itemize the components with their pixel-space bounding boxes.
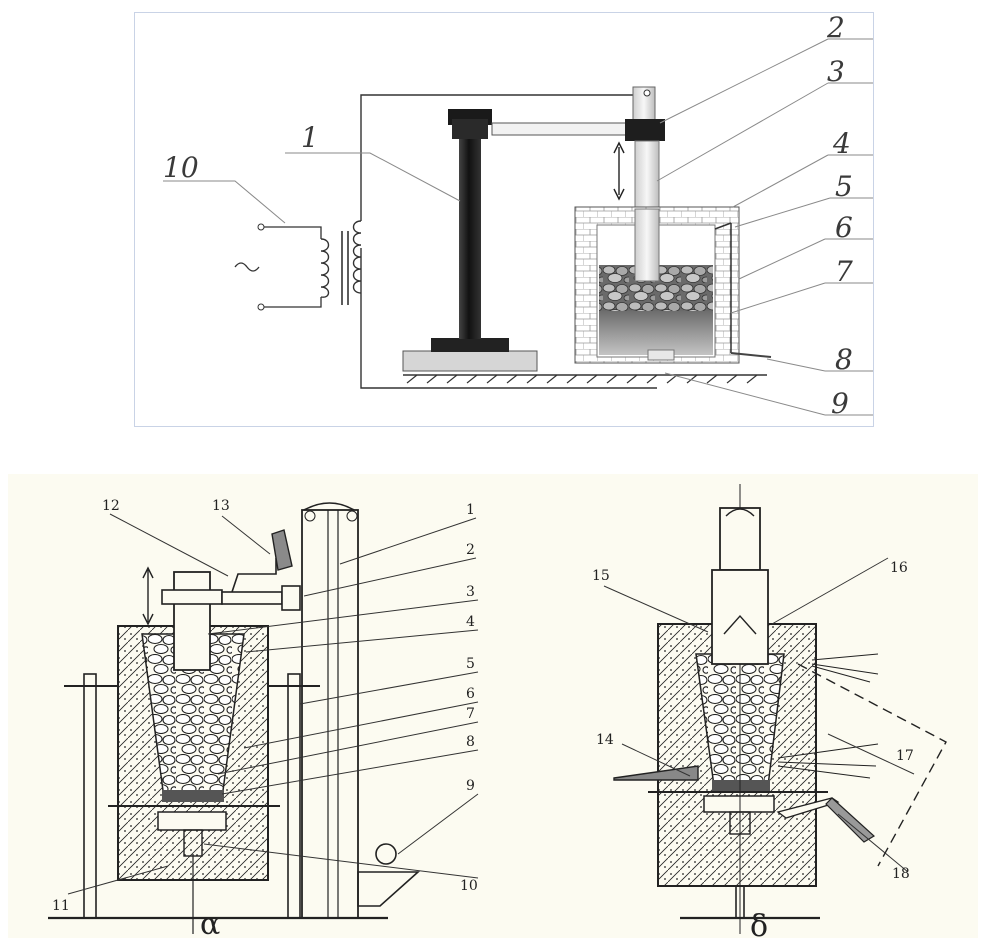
bottom-furnace-diagrams: 12 13 1 2 3 4 5 6 7 8 9 10 11 α	[8, 474, 978, 938]
electrode-arm	[491, 122, 629, 136]
top-label-9: 9	[831, 387, 849, 420]
transformer	[234, 220, 362, 311]
furnace-variant-b	[613, 484, 947, 934]
a-label-4: 4	[466, 614, 475, 630]
top-label-2: 2	[826, 13, 845, 44]
a-label-2: 2	[466, 542, 475, 558]
a-label-1: 1	[466, 502, 475, 518]
leader-lines-b	[603, 557, 915, 873]
caption-a: α	[200, 907, 220, 938]
b-label-14: 14	[596, 732, 614, 748]
a-label-10: 10	[460, 878, 478, 894]
top-label-6: 6	[835, 211, 853, 244]
support-column	[402, 109, 538, 372]
top-label-5: 5	[835, 170, 853, 203]
top-label-1: 1	[301, 121, 319, 154]
a-label-6: 6	[466, 686, 475, 702]
a-label-11: 11	[52, 898, 70, 914]
top-label-8: 8	[835, 343, 853, 376]
top-label-3: 3	[827, 55, 845, 88]
circuit-wire-bottom	[360, 248, 657, 389]
up-down-arrow-icon	[613, 141, 625, 201]
b-label-16: 16	[890, 560, 908, 576]
b-label-17: 17	[896, 748, 914, 764]
circuit-wire-top	[360, 94, 650, 221]
a-label-12: 12	[102, 498, 120, 514]
a-label-8: 8	[466, 734, 475, 750]
b-label-15: 15	[592, 568, 610, 584]
ac-source-icon	[234, 262, 260, 272]
leader-lines	[163, 38, 873, 416]
b-label-18: 18	[892, 866, 910, 882]
ground-hatching	[403, 374, 767, 384]
top-label-7: 7	[835, 255, 853, 288]
a-label-13: 13	[212, 498, 230, 514]
a-label-7: 7	[466, 706, 475, 722]
a-label-5: 5	[466, 656, 475, 672]
bottom-furnace-svg: 12 13 1 2 3 4 5 6 7 8 9 10 11 α	[48, 484, 947, 938]
caption-b: δ	[750, 909, 768, 938]
a-label-3: 3	[466, 584, 475, 600]
furnace-variant-a	[48, 502, 421, 934]
leader-lines-a	[67, 513, 479, 895]
a-label-9: 9	[466, 778, 475, 794]
top-furnace-svg: 1 2 3 4 5 6 7 8 9 10	[163, 13, 873, 420]
top-furnace-diagram: 1 2 3 4 5 6 7 8 9 10	[134, 12, 874, 427]
furnace-crucible	[574, 206, 772, 364]
top-label-4: 4	[832, 127, 851, 160]
top-label-10: 10	[163, 151, 199, 184]
